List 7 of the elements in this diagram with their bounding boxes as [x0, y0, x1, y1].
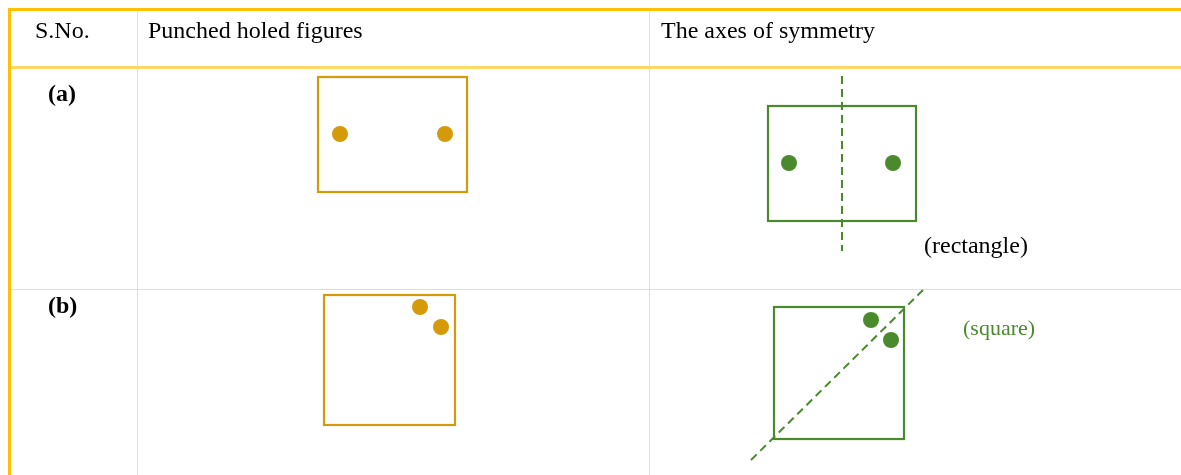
column-header: S.No. [35, 17, 90, 44]
column-header: Punched holed figures [148, 17, 363, 44]
shape-caption: (square) [963, 316, 1036, 341]
shape-caption: (rectangle) [924, 232, 1028, 259]
row-label: (a) [48, 80, 76, 107]
column-header: The axes of symmetry [661, 17, 875, 44]
row-label: (b) [48, 292, 78, 319]
